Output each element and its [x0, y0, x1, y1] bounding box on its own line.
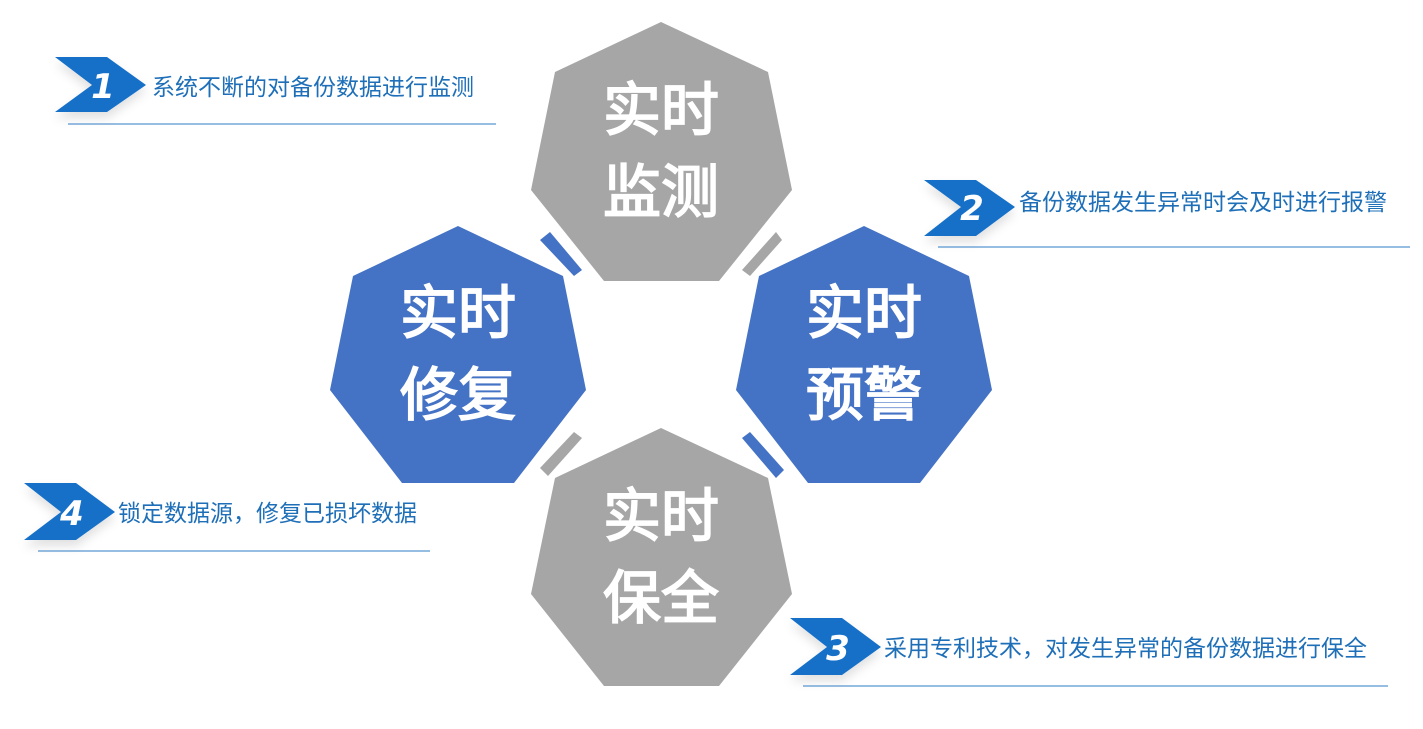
connector-arrow-bottom-left — [540, 432, 582, 476]
stage-alert-shape — [736, 226, 992, 483]
stage-monitor: 实时 监测 — [531, 22, 792, 281]
callout-1-number: 1 — [91, 67, 115, 107]
callout-2: 2 备份数据发生异常时会及时进行报警 — [924, 180, 1410, 248]
callout-3-badge — [790, 618, 881, 675]
stage-alert-line2: 预警 — [806, 361, 922, 429]
callout-1-badge — [55, 57, 146, 112]
connector-arrow-top-right — [742, 232, 782, 276]
connector-arrow-bottom-right — [742, 432, 784, 478]
stage-protect: 实时 保全 — [531, 428, 792, 686]
callout-4-badge — [24, 483, 115, 540]
stage-repair-line2: 修复 — [400, 361, 516, 429]
stage-alert: 实时 预警 — [736, 226, 992, 483]
stage-protect-line2: 保全 — [603, 564, 720, 632]
callout-4: 4 锁定数据源，修复已损坏数据 — [24, 483, 430, 552]
stage-monitor-shape — [531, 22, 792, 281]
stage-protect-shape — [531, 428, 792, 686]
connector-arrow-top-left — [540, 232, 582, 276]
stage-repair-shape — [330, 226, 586, 483]
stage-protect-line1: 实时 — [603, 482, 719, 550]
callout-4-text: 锁定数据源，修复已损坏数据 — [118, 501, 417, 527]
callout-4-number: 4 — [59, 494, 84, 534]
stage-repair-line1: 实时 — [400, 279, 516, 347]
callout-3: 3 采用专利技术，对发生异常的备份数据进行保全 — [790, 618, 1388, 687]
callout-2-number: 2 — [960, 189, 984, 229]
callout-3-number: 3 — [826, 629, 850, 669]
callout-1-text: 系统不断的对备份数据进行监测 — [152, 75, 474, 101]
callout-1: 1 系统不断的对备份数据进行监测 — [55, 57, 496, 125]
callout-3-text: 采用专利技术，对发生异常的备份数据进行保全 — [884, 636, 1367, 662]
stage-monitor-line1: 实时 — [603, 76, 719, 144]
stage-repair: 实时 修复 — [330, 226, 586, 483]
callout-2-text: 备份数据发生异常时会及时进行报警 — [1019, 190, 1387, 216]
stage-alert-line1: 实时 — [806, 279, 922, 347]
stage-monitor-line2: 监测 — [603, 158, 719, 226]
callout-2-badge — [924, 180, 1015, 236]
